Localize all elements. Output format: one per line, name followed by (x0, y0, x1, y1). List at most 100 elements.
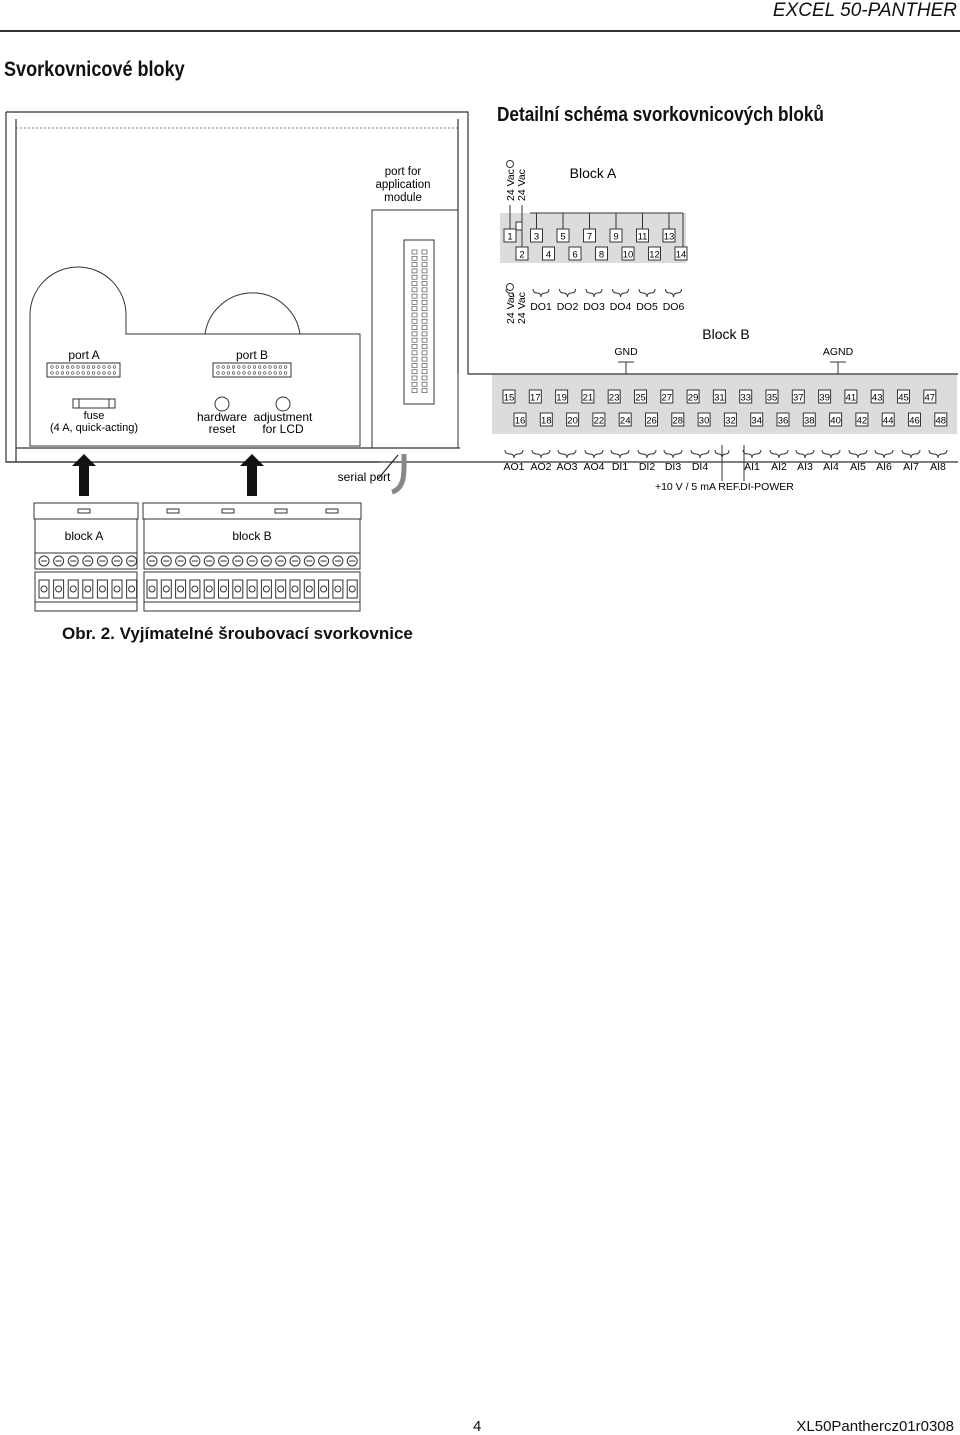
connector-pin (421, 325, 428, 330)
connector-pin (411, 381, 418, 387)
port-a-connector (46, 362, 121, 378)
hardware-reset-label-2: reset (209, 422, 236, 436)
brace-mark (663, 449, 683, 459)
serial-port-cable (390, 453, 407, 495)
terminal-box (776, 412, 790, 427)
brace-mark (559, 288, 576, 298)
port-pin (252, 371, 256, 375)
brace-mark (821, 449, 841, 459)
output-label: DO2 (557, 301, 579, 313)
connector-pin (421, 274, 428, 280)
module-port-label-2: application (376, 179, 431, 191)
wire-entry-hole (177, 585, 185, 593)
terminal-box (528, 389, 542, 404)
wire-entry-hole (162, 585, 170, 593)
wire-entry (246, 579, 258, 599)
fuse-label-1: fuse (84, 410, 105, 422)
wire-entry (82, 579, 94, 599)
terminal-number: 30 (699, 416, 710, 427)
terminal-box (503, 228, 517, 243)
port-pin (112, 371, 116, 375)
terminal-box (662, 228, 676, 243)
port-pin (273, 371, 277, 375)
terminal-box (513, 412, 527, 427)
terminal-number: 48 (936, 416, 947, 427)
wire-entry (332, 579, 344, 599)
port-pin (284, 365, 288, 369)
port-pin (91, 365, 96, 369)
terminal-box (618, 412, 632, 427)
fuse-symbol (515, 221, 523, 231)
terminal-number: 34 (751, 416, 762, 427)
connector-pin (411, 331, 418, 337)
agnd-symbol (830, 361, 846, 374)
plug-screw-terminals (38, 555, 358, 599)
figure-caption: Obr. 2. Vyjímatelné šroubovací svorkovni… (62, 624, 413, 643)
wire-entry (126, 579, 138, 599)
connector-pin (421, 255, 428, 261)
port-pin (55, 365, 59, 369)
wire-entry (160, 579, 172, 599)
port-pin (237, 365, 241, 369)
wire-entry (96, 579, 108, 599)
port-b-label: port B (236, 348, 268, 362)
port-pin (247, 365, 251, 369)
terminal-number: 19 (556, 393, 567, 404)
terminal-box (723, 412, 737, 427)
port-pin (50, 365, 54, 369)
connector-pin (411, 268, 418, 274)
wire-entry (218, 579, 229, 599)
terminal-box (802, 412, 816, 427)
port-pin (76, 365, 80, 369)
terminal-number: 1 (507, 232, 512, 243)
terminal-number: 39 (819, 393, 830, 404)
signal-label: DI2 (639, 461, 656, 473)
brace-mark (505, 288, 515, 298)
connector-pin (421, 388, 428, 393)
brace-mark (874, 449, 894, 459)
terminal-box (568, 246, 582, 261)
terminal-box (855, 412, 869, 427)
connector-pin (421, 306, 428, 312)
wire-entry-hole (248, 585, 256, 593)
port-pin (107, 365, 111, 369)
terminal-number: 17 (530, 393, 541, 404)
port-pin (81, 371, 85, 375)
module-port-label-1: port for (385, 166, 422, 178)
wire-entry (189, 579, 201, 599)
port-pin (268, 365, 272, 369)
hardware-reset-button (214, 396, 230, 412)
wire-entry (260, 579, 272, 599)
connector-pin (411, 281, 418, 286)
terminal-number: 22 (594, 416, 605, 427)
ground-symbol-icon (506, 160, 514, 168)
agnd-label: AGND (823, 346, 854, 358)
terminal-box (844, 389, 858, 404)
terminal-number: 16 (515, 416, 526, 427)
signal-label: DI4 (692, 461, 709, 473)
connector-pin (421, 331, 428, 337)
terminal-box (870, 389, 884, 404)
ref-label: +10 V / 5 mA REF. (655, 481, 741, 493)
wire-entry-hole (305, 585, 313, 593)
port-area-outline (29, 266, 361, 447)
terminal-number: 31 (714, 393, 725, 404)
terminal-number: 13 (664, 232, 675, 243)
lcd-adjust-label-2: for LCD (262, 422, 304, 436)
connector-pin (421, 369, 428, 375)
wire-entry (346, 579, 358, 599)
terminal-box (674, 246, 688, 261)
port-pin (86, 371, 90, 375)
signal-label: AO1 (503, 461, 524, 473)
terminal-number: 20 (567, 416, 578, 427)
terminal-box (881, 412, 895, 427)
connector-pin (421, 281, 428, 286)
terminal-number: 10 (623, 250, 634, 261)
port-pin (71, 371, 75, 375)
brace-mark (638, 288, 656, 298)
wire-entry-hole (128, 585, 136, 593)
wire-entry-hole (148, 585, 156, 593)
port-pin (221, 365, 225, 369)
